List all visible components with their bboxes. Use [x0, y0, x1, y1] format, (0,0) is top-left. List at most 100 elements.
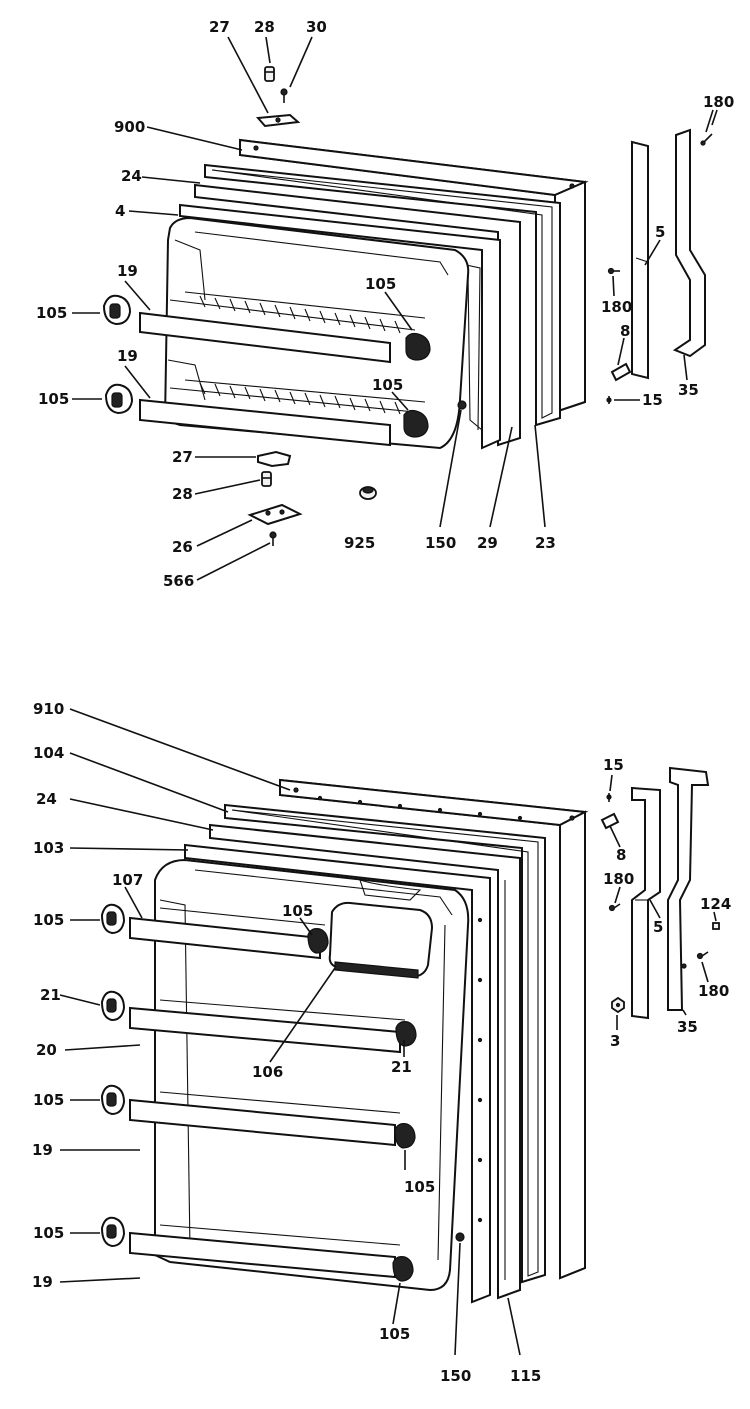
shelf-end-cap-105-fresh-right-top [307, 928, 329, 954]
callout-21-right: 21 [391, 1058, 412, 1076]
shelf-bar-19-lower [139, 379, 426, 447]
door-liner-103 [184, 843, 491, 1304]
breaker-strip-115 [209, 823, 521, 1300]
callout-107: 107 [112, 871, 143, 889]
shelf-bracket-21-left [100, 990, 126, 1022]
callout-105-fresh-left-bottom: 105 [33, 1224, 64, 1242]
door-gasket-23 [204, 163, 561, 427]
callout-23: 23 [535, 534, 556, 552]
screw-150-top [457, 400, 467, 410]
callout-104: 104 [33, 744, 64, 762]
shelf-bar-20 [129, 999, 406, 1054]
callout-8-fresh: 8 [616, 846, 626, 864]
callout-105-fresh-left-mid: 105 [33, 1091, 64, 1109]
screw-180-fresh-left [608, 903, 621, 912]
screw-180-fresh-right [696, 951, 709, 960]
callout-5-freezer: 5 [655, 223, 665, 241]
callout-27-bottom: 27 [172, 448, 193, 466]
callout-103: 103 [33, 839, 64, 857]
shelf-end-cap-105-fresh-right-bottom [392, 1256, 414, 1282]
callout-35-freezer: 35 [678, 381, 699, 399]
door-handle-5-fresh [631, 786, 661, 1020]
callout-29: 29 [477, 534, 498, 552]
shelf-end-cap-105-fresh-right-mid [394, 1123, 416, 1149]
shelf-end-cap-105-right-upper [405, 332, 431, 361]
callout-19-fresh-upper: 19 [32, 1141, 53, 1159]
inner-door-liner [163, 216, 470, 450]
callout-150-freezer: 150 [425, 534, 456, 552]
freezer-door-assembly [72, 36, 718, 581]
callout-105-right-upper: 105 [365, 275, 396, 293]
callout-3: 3 [610, 1032, 620, 1050]
callout-115: 115 [510, 1367, 541, 1385]
dairy-door-106 [328, 901, 434, 979]
shelf-bar-19-upper [139, 291, 426, 364]
shelf-bracket-21-right [395, 1021, 417, 1047]
callout-19-upper: 19 [117, 262, 138, 280]
handle-bracket-35-freezer [672, 128, 706, 358]
shelf-bar-19-fresh-lower [129, 1224, 401, 1279]
door-handle-5-freezer [631, 140, 649, 380]
callout-105-left-upper: 105 [36, 304, 67, 322]
callout-180-freezer-top: 180 [703, 93, 734, 111]
callout-105-left-lower: 105 [38, 390, 69, 408]
screw-180-freezer-top [700, 133, 713, 146]
hinge-pin-28-bottom [261, 471, 272, 487]
hinge-27-bottom [257, 450, 292, 468]
callout-106: 106 [252, 1063, 283, 1081]
callout-24-fresh: 24 [36, 790, 57, 808]
callout-28-bottom: 28 [172, 485, 193, 503]
fresh-food-door-assembly [59, 708, 720, 1356]
shelf-bar-19-fresh-upper [129, 1091, 401, 1147]
outer-door-panel-910 [279, 778, 589, 1280]
callout-180-fresh-left: 180 [603, 870, 634, 888]
callout-105-fresh-right-mid: 105 [404, 1178, 435, 1196]
callout-19-lower: 19 [117, 347, 138, 365]
callout-8-freezer: 8 [620, 322, 630, 340]
callout-105-right-lower: 105 [372, 376, 403, 394]
callout-105-fresh-left-top: 105 [33, 911, 64, 929]
screw-30-top [280, 88, 288, 103]
callout-5-fresh: 5 [653, 918, 663, 936]
callout-105-fresh-right-top: 105 [282, 902, 313, 920]
callout-26: 26 [172, 538, 193, 556]
hinge-plate-26 [247, 503, 303, 526]
callout-124: 124 [700, 895, 731, 913]
freezer-leader-lines [72, 36, 718, 581]
screw-15-fresh [606, 793, 612, 802]
clip-124 [712, 922, 720, 930]
hinge-pin-28-top [264, 66, 275, 82]
callout-20: 20 [36, 1041, 57, 1059]
handle-clip-8-freezer [610, 362, 632, 382]
callout-910: 910 [33, 700, 64, 718]
shelf-end-cap-105-fresh-left-top [100, 903, 126, 935]
freezer-callout-labels: 27 28 30 900 24 4 19 105 19 105 105 105 … [36, 18, 734, 590]
screw-180-freezer-mid [607, 267, 620, 275]
fresh-food-callout-labels: 910 104 24 103 107 105 21 20 105 19 105 … [32, 700, 731, 1385]
callout-150-fresh: 150 [440, 1367, 471, 1385]
breaker-strip-29 [194, 183, 521, 447]
shelf-bar-107 [129, 907, 326, 960]
screw-150-bottom [455, 1232, 465, 1242]
door-gasket-104 [224, 803, 546, 1284]
callout-15-freezer: 15 [642, 391, 663, 409]
callout-4: 4 [115, 202, 125, 220]
nut-3 [611, 996, 625, 1014]
shelf-end-cap-105-right-lower [403, 409, 429, 438]
callout-925: 925 [344, 534, 375, 552]
hinge-27-top [255, 113, 301, 128]
callout-21-left: 21 [40, 986, 61, 1004]
handle-bracket-35-fresh [667, 766, 710, 1011]
fresh-leader-lines [59, 708, 717, 1356]
shelf-end-cap-105-fresh-left-bottom [100, 1216, 126, 1248]
callout-24-freezer: 24 [121, 167, 142, 185]
shelf-end-cap-105-fresh-left-mid [100, 1084, 126, 1116]
callout-105-fresh-right-bottom: 105 [379, 1325, 410, 1343]
callout-566: 566 [163, 572, 194, 590]
callout-15-fresh: 15 [603, 756, 624, 774]
screw-566 [269, 531, 277, 546]
bushing-925 [359, 486, 377, 500]
callout-180-fresh-right: 180 [698, 982, 729, 1000]
callout-27-top: 27 [209, 18, 230, 36]
